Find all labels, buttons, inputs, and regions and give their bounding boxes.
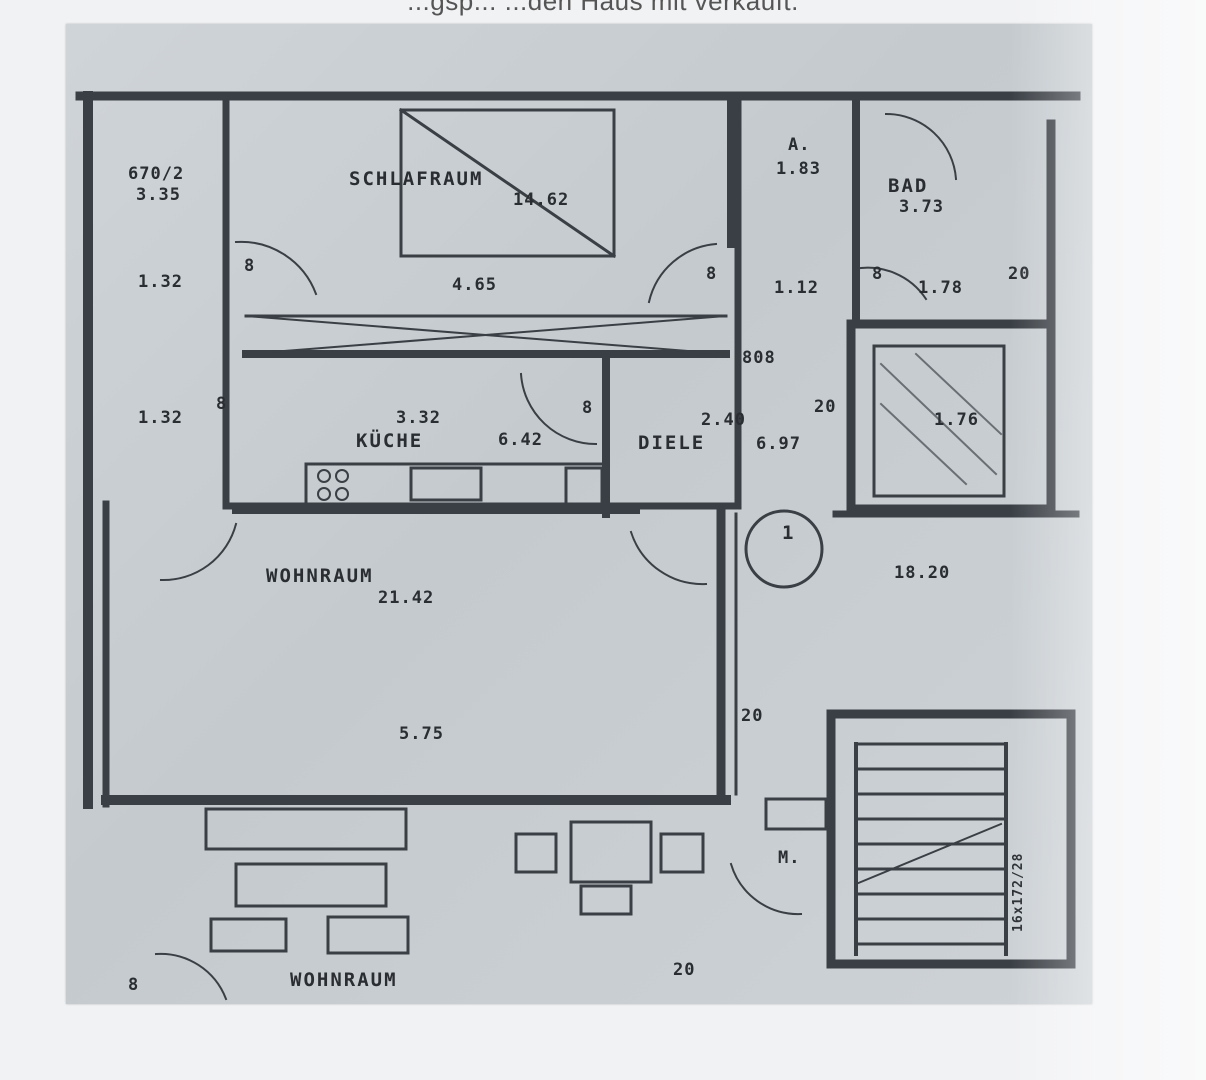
mark-20-a: 20 [814, 397, 837, 417]
kueche-label: KÜCHE [356, 430, 424, 452]
mark-8-f: 8 [128, 975, 140, 995]
schlafraum-width: 4.65 [452, 275, 497, 295]
mark-8-a: 8 [244, 256, 256, 276]
door-arc-kitchen [519, 372, 598, 446]
kitchen-counter [304, 462, 608, 510]
schlafraum-area: 14.62 [513, 190, 570, 210]
diele-dim: 2.40 [701, 410, 746, 430]
dining-chair-3 [579, 884, 633, 916]
kueche-area: 6.42 [498, 430, 543, 450]
diele-label: DIELE [638, 432, 706, 454]
dining-table [569, 820, 653, 884]
wohnraum2-label: WOHNRAUM [290, 969, 398, 991]
m-cabinet [764, 797, 828, 831]
dim-178: 1.78 [918, 278, 963, 298]
shaft-inner [872, 344, 1006, 498]
stair-outline [826, 709, 1076, 969]
door-arc-bad-top [884, 112, 958, 181]
stair-rail [854, 742, 1008, 956]
bad-area: 3.73 [899, 197, 944, 217]
door-arc-diele [647, 242, 718, 304]
stair-line [854, 822, 1003, 886]
wohnraum-area: 21.42 [378, 588, 435, 608]
dim-112: 1.12 [774, 278, 819, 298]
mark-1: 1 [782, 522, 796, 544]
door-arc-m [729, 862, 803, 916]
shaft-area: 1.76 [934, 410, 979, 430]
abstell-label: A. [788, 135, 811, 155]
mark-20-c: 20 [673, 960, 696, 980]
stair-treads [854, 742, 1008, 946]
hob-2 [335, 469, 349, 483]
stair-label: 16x172/28 [1011, 852, 1026, 932]
dim-left-mid2: 1.32 [138, 408, 183, 428]
chair-1 [209, 917, 288, 953]
floor-plan-sheet: 670/2 3.35 1.32 1.32 SCHLAFRAUM 14.62 4.… [66, 24, 1092, 1004]
dining-chair-2 [659, 832, 705, 874]
door-arc-bad [852, 266, 928, 301]
door-arc-hall [629, 530, 708, 586]
mark-20-d: 20 [1008, 264, 1031, 284]
mark-20-b: 20 [741, 706, 764, 726]
kitchen-stove [564, 466, 604, 506]
bed-diagonal [398, 107, 617, 259]
shaft-hatch [879, 352, 1003, 486]
door-arc-lower [154, 952, 228, 1001]
dim-left-top: 670/2 [128, 164, 185, 184]
dim-left-top-b: 3.35 [136, 185, 181, 205]
hob-3 [317, 487, 331, 501]
diele-area: 6.97 [756, 434, 801, 454]
chair-2 [326, 915, 410, 955]
mark-808: 808 [742, 348, 776, 368]
hob-1 [317, 469, 331, 483]
right-area: 18.20 [894, 563, 951, 583]
m-label: M. [778, 848, 801, 868]
dining-chair-1 [514, 832, 558, 874]
sofa [204, 807, 408, 851]
kitchen-sink [409, 466, 483, 502]
dim-left-mid1: 1.32 [138, 272, 183, 292]
door-arc-bed [234, 240, 318, 296]
floor-plan-drawing [75, 91, 1081, 1001]
abstell-area: 1.83 [776, 159, 821, 179]
mark-8-d: 8 [216, 394, 228, 414]
door-arc-wohn [159, 522, 238, 582]
wohnraum-label: WOHNRAUM [266, 565, 374, 587]
mark-8-b: 8 [706, 264, 718, 284]
table [234, 862, 388, 908]
wardrobe-x2 [244, 314, 728, 356]
bad-label: BAD [888, 175, 929, 197]
wohnraum-width: 5.75 [399, 724, 444, 744]
circle-mark [744, 509, 824, 589]
hob-4 [335, 487, 349, 501]
schlafraum-label: SCHLAFRAUM [349, 168, 484, 190]
document-caption: ...gsp... ...den Haus mit verkauft. [407, 0, 799, 16]
mark-8-e: 8 [582, 398, 594, 418]
mark-8-c: 8 [872, 264, 884, 284]
kueche-dim: 3.32 [396, 408, 441, 428]
